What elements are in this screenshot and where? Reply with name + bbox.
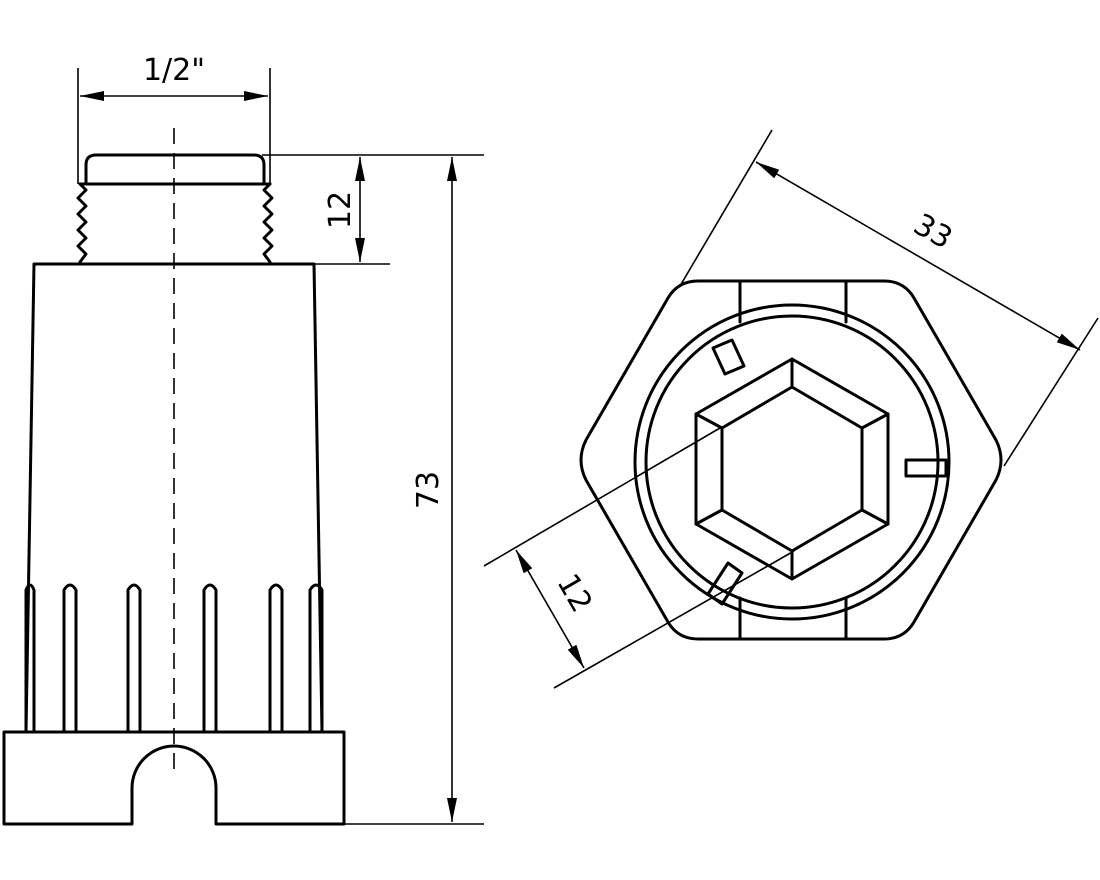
rib (202, 583, 218, 734)
threaded-stem (76, 153, 274, 264)
base-block (2, 730, 346, 826)
rib (268, 583, 284, 734)
dimension-thread-height: 12 (262, 154, 484, 265)
hex-socket-outer (694, 357, 890, 581)
lug (706, 561, 744, 606)
rib (62, 583, 78, 734)
lug (904, 458, 948, 478)
thread-height-label: 12 (323, 191, 358, 229)
ribs (24, 583, 324, 734)
total-height-label: 73 (411, 471, 446, 509)
rib (126, 583, 142, 734)
lugs (706, 338, 948, 606)
across-flats-label: 33 (907, 207, 958, 256)
thread-dimension-label: 1/2" (143, 53, 205, 88)
rib (24, 583, 36, 734)
thread-left (76, 182, 88, 264)
hex-socket-chamfers (694, 357, 890, 581)
thread-right (262, 182, 274, 264)
top-view: 33 12 (483, 129, 1099, 689)
dimension-hex-socket: 12 (483, 427, 795, 689)
stem-cap (84, 153, 266, 184)
hex-socket-inner (720, 385, 864, 553)
lug (711, 338, 746, 376)
dimension-thread: 1/2" (77, 53, 271, 184)
dimension-total-height: 73 (344, 157, 484, 825)
hex-socket-label: 12 (550, 568, 599, 619)
side-view: 1/2" 12 73 (2, 53, 484, 826)
rib (308, 583, 324, 734)
